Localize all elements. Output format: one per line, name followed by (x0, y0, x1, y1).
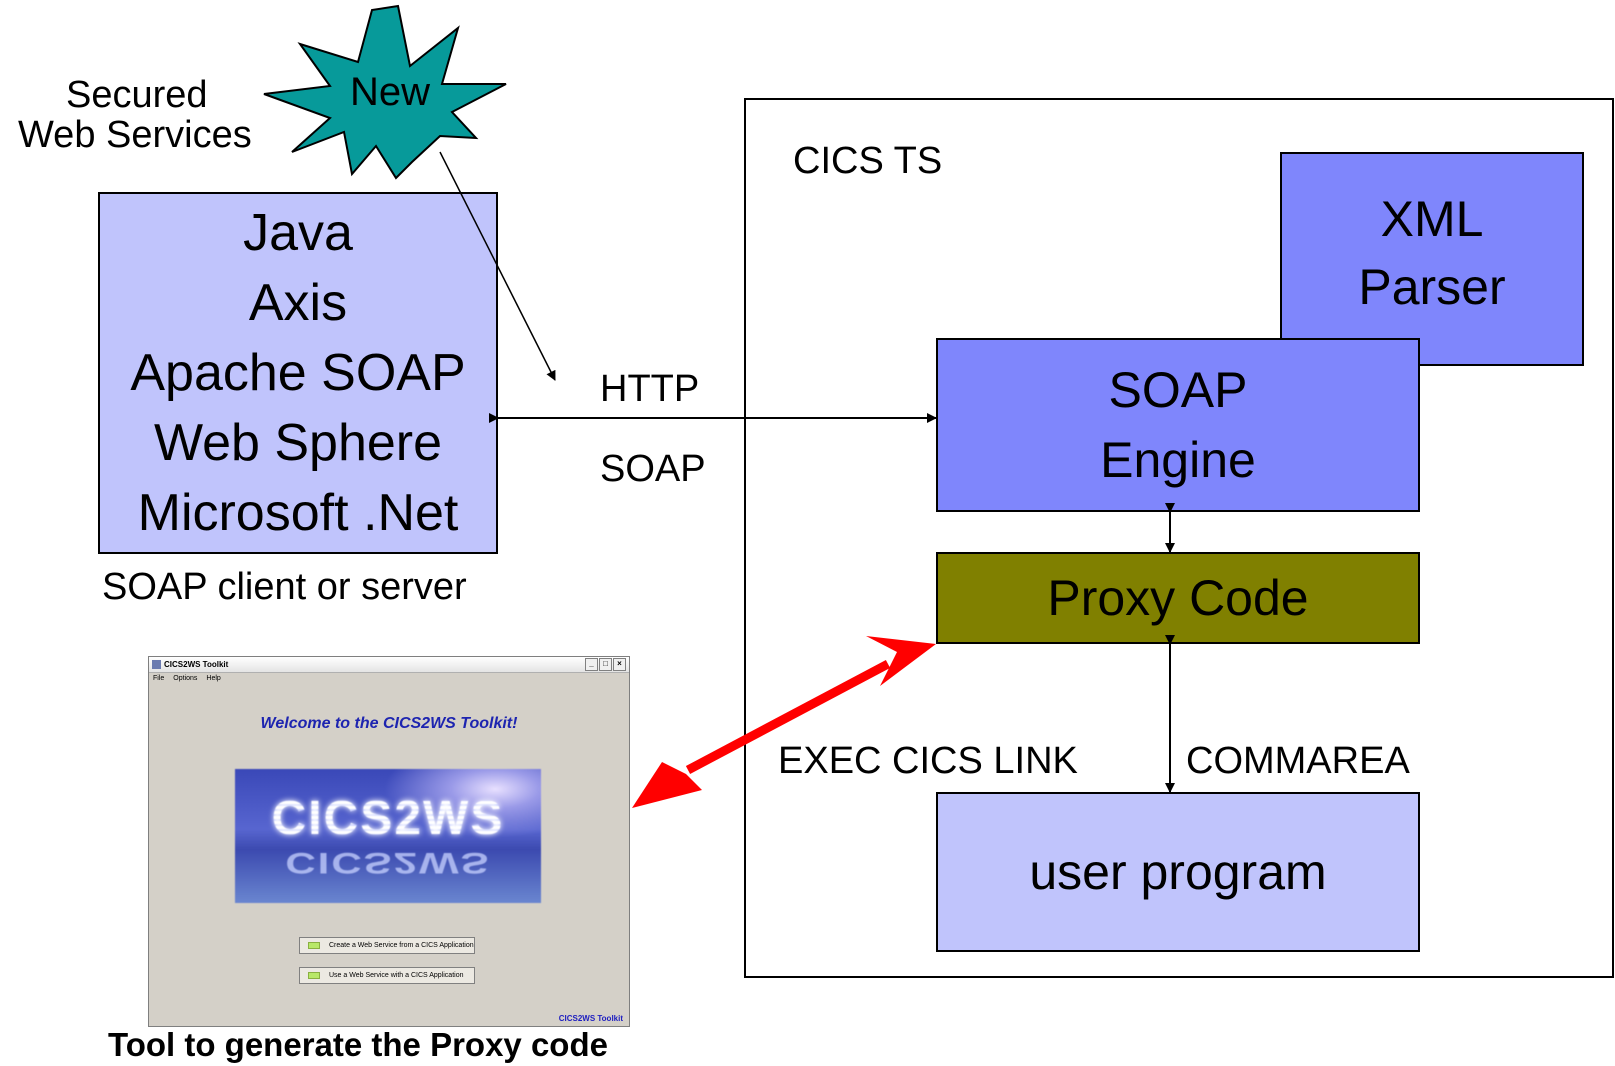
new-starburst (263, 4, 507, 180)
new-pointer-arrow (439, 151, 556, 381)
client-line-dotnet: Microsoft .Net (137, 484, 459, 542)
menu-options[interactable]: Options (173, 675, 198, 682)
window-controls: _ □ × (585, 658, 626, 671)
cics-ts-label: CICS TS (793, 140, 943, 182)
toolkit-titlebar: CICS2WS Toolkit _ □ × (149, 657, 629, 673)
red-generate-arrow (685, 660, 891, 774)
tool-caption: Tool to generate the Proxy code (108, 1026, 608, 1063)
logo-reflection: CICS2WS (285, 846, 491, 880)
xml-parser-line1: XML (1380, 191, 1484, 247)
exec-cics-link-label: EXEC CICS LINK (778, 740, 1078, 782)
secured-label-line1: Secured (66, 74, 208, 116)
toolkit-status: CICS2WS Toolkit (558, 1014, 623, 1023)
user-program-label: user program (1029, 844, 1327, 900)
soap-engine-line2: Engine (1100, 432, 1256, 488)
close-icon[interactable]: × (613, 658, 626, 671)
soap-label: SOAP (600, 448, 706, 490)
create-web-service-button[interactable]: Create a Web Service from a CICS Applica… (299, 937, 475, 954)
toolkit-title: CICS2WS Toolkit (164, 660, 229, 669)
soap-engine-box: SOAP Engine (936, 338, 1420, 512)
soap-engine-line1: SOAP (1108, 362, 1248, 418)
use-web-service-label: Use a Web Service with a CICS Applicatio… (329, 972, 464, 979)
maximize-icon[interactable]: □ (599, 658, 612, 671)
create-web-service-label: Create a Web Service from a CICS Applica… (329, 942, 474, 949)
secured-label-line2: Web Services (18, 114, 252, 156)
commarea-label: COMMAREA (1186, 740, 1410, 782)
toolkit-welcome: Welcome to the CICS2WS Toolkit! (260, 715, 518, 732)
menu-file[interactable]: File (153, 675, 165, 682)
led-icon (308, 972, 320, 979)
use-web-service-button[interactable]: Use a Web Service with a CICS Applicatio… (299, 967, 475, 984)
menu-help[interactable]: Help (206, 675, 221, 682)
user-program-box: user program (936, 792, 1420, 952)
new-label: New (350, 70, 431, 114)
http-label: HTTP (600, 368, 700, 410)
proxy-code-label: Proxy Code (1047, 570, 1309, 626)
red-arrow-head-right (866, 636, 936, 686)
toolkit-window: CICS2WS Toolkit _ □ × File Options Help … (148, 656, 630, 1027)
app-icon (152, 660, 161, 669)
cics2ws-logo: CICS2WS CICS2WS (235, 769, 541, 903)
proxy-code-box: Proxy Code (936, 552, 1420, 644)
xml-parser-line2: Parser (1358, 259, 1506, 315)
client-line-apache-soap: Apache SOAP (130, 344, 466, 402)
led-icon (308, 942, 320, 949)
xml-parser-box: XML Parser (1280, 152, 1584, 366)
red-arrow-head-left (632, 762, 702, 808)
client-line-axis: Axis (248, 274, 348, 332)
minimize-icon[interactable]: _ (585, 658, 598, 671)
cics-ts-container (744, 98, 1614, 978)
client-line-websphere: Web Sphere (153, 414, 443, 472)
logo-text: CICS2WS (235, 791, 541, 846)
soap-client-box: Java Axis Apache SOAP Web Sphere Microso… (98, 192, 498, 554)
client-line-java: Java (243, 204, 353, 262)
soap-client-caption: SOAP client or server (102, 566, 467, 608)
toolkit-menubar: File Options Help (149, 673, 629, 684)
